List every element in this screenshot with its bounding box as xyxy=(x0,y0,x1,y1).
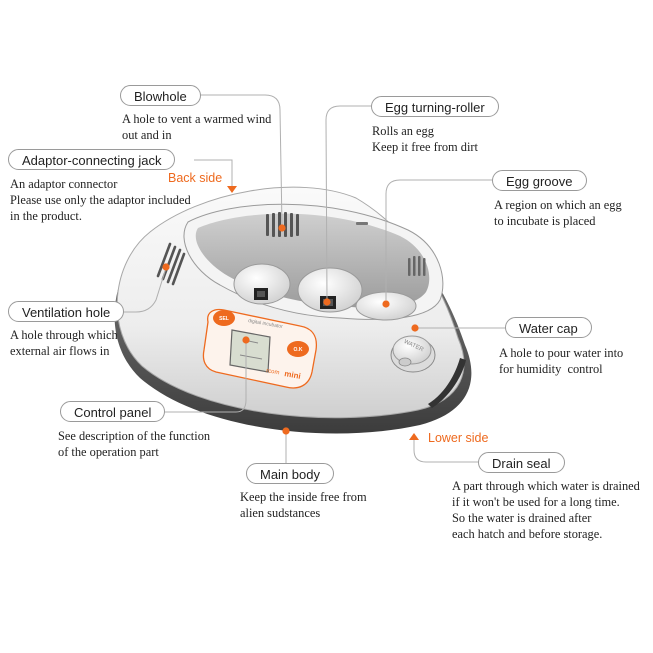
callout-dots xyxy=(162,224,419,435)
label-blowhole: Blowhole xyxy=(120,85,201,106)
back-side-arrow xyxy=(227,186,237,193)
control-panel xyxy=(202,308,318,389)
dot-control-panel xyxy=(242,336,250,344)
label-main-body: Main body xyxy=(246,463,334,484)
dot-water-cap xyxy=(411,324,419,332)
dot-main-body xyxy=(282,427,290,435)
drain-seal-shape xyxy=(428,358,466,408)
egg-middle xyxy=(297,267,363,313)
label-water-cap: Water cap xyxy=(505,317,592,338)
back-side-label: Back side xyxy=(168,171,223,185)
desc-adaptor-jack: An adaptor connector Please use only the… xyxy=(10,177,191,223)
label-ventilation-hole: Ventilation hole xyxy=(8,301,125,322)
panel-left-button-text: SEL xyxy=(219,316,229,322)
turning-roller-left xyxy=(254,288,268,300)
desc-main-body: Keep the inside free from alien sudstanc… xyxy=(240,490,367,520)
desc-ventilation-hole: A hole through which external air flows … xyxy=(10,328,118,358)
desc-egg-groove: A region on which an egg to incubate is … xyxy=(494,198,622,228)
desc-egg-turning-roller: Rolls an egg Keep it free from dirt xyxy=(372,124,478,154)
leader-lines xyxy=(110,94,508,470)
panel-right-button-text: O.K xyxy=(294,347,303,353)
lower-side-label: Lower side xyxy=(428,431,489,445)
desc-drain-seal: A part through which water is drained if… xyxy=(452,479,640,541)
panel-model: mini xyxy=(284,369,302,381)
egg-left xyxy=(233,263,291,305)
inner-vent-right xyxy=(408,256,426,276)
panel-brand: rcom xyxy=(266,368,280,376)
label-drain-seal: Drain seal xyxy=(478,452,565,473)
dot-egg-groove xyxy=(382,300,390,308)
label-control-panel: Control panel xyxy=(60,401,166,422)
dot-ventilation-hole xyxy=(162,263,170,271)
dot-blowhole xyxy=(278,224,286,232)
ventilation-grille xyxy=(156,242,186,286)
rim-slot xyxy=(356,222,368,225)
label-adaptor-jack: Adaptor-connecting jack xyxy=(8,149,176,170)
water-cap-body xyxy=(390,335,436,373)
label-egg-groove: Egg groove xyxy=(492,170,587,191)
label-egg-turning-roller: Egg turning-roller xyxy=(371,96,499,117)
lower-side-arrow xyxy=(409,433,419,440)
desc-control-panel: See description of the function of the o… xyxy=(58,429,211,459)
dot-egg-turning-roller xyxy=(323,298,331,306)
desc-water-cap: A hole to pour water into for humidity c… xyxy=(499,346,624,376)
desc-blowhole: A hole to vent a warmed wind out and in xyxy=(122,112,272,142)
